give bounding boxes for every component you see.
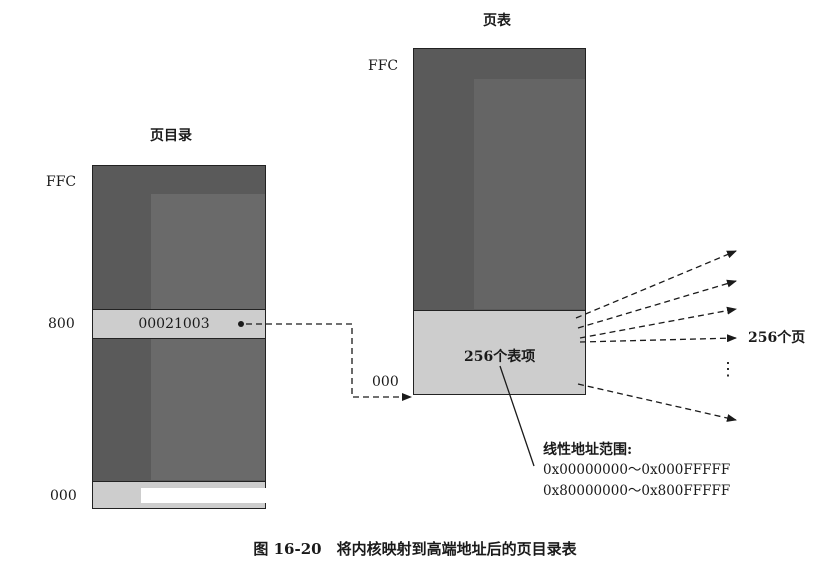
pd-label-ffc: FFC (46, 174, 77, 190)
page-table-title: 页表 (483, 13, 511, 29)
page-arrow-3 (579, 306, 737, 339)
page-table-box: 256个表项 (413, 48, 586, 395)
pt-entries-label: 256个表项 (464, 349, 536, 365)
linear-range-title: 线性地址范围: (543, 442, 633, 458)
linear-range-1: 0x00000000～0x000FFFFF (543, 462, 731, 478)
pd-label-000: 000 (50, 488, 77, 504)
page-directory-box: 00021003 (92, 165, 267, 509)
pt-label-ffc: FFC (368, 58, 399, 74)
page-arrow-5 (577, 383, 737, 422)
page-arrow-1 (575, 250, 737, 319)
pages-ellipsis: ⋮ (719, 359, 737, 380)
pt-shade (474, 79, 585, 309)
pt-entries-region: 256个表项 (414, 310, 585, 394)
figure-caption: 图 16-20 将内核映射到高端地址后的页目录表 (253, 540, 577, 558)
pt-label-000: 000 (372, 374, 399, 390)
page-arrow-4 (579, 334, 737, 343)
page-directory-title: 页目录 (150, 128, 192, 144)
pd-entry-000 (93, 481, 267, 508)
pd-label-800: 800 (48, 316, 75, 332)
pages-label: 256个页 (748, 330, 806, 346)
pd-entry-800: 00021003 (93, 309, 265, 339)
page-arrow-2 (577, 279, 737, 329)
pd-bottom-highlight (141, 488, 267, 503)
linear-range-2: 0x80000000～0x800FFFFF (543, 483, 731, 499)
pd-entry-value: 00021003 (138, 316, 210, 332)
linear-range-block: 线性地址范围: 0x00000000～0x000FFFFF 0x80000000… (543, 440, 730, 502)
